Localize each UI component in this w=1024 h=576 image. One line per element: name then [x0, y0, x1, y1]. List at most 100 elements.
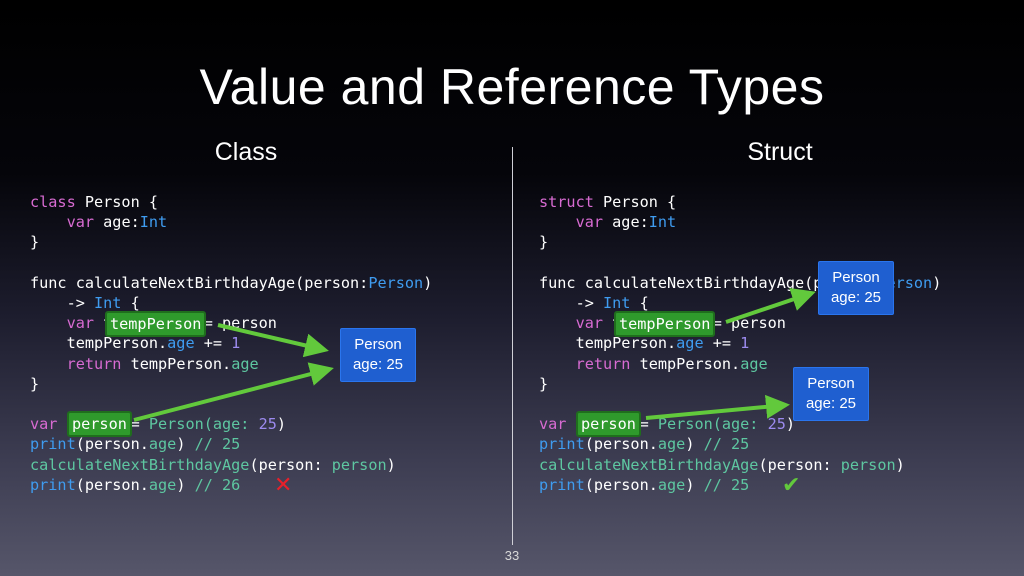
code-token: struct: [539, 193, 594, 211]
code-token: (person.: [584, 475, 658, 494]
box-line: Person: [354, 336, 402, 353]
code-token: var: [575, 213, 604, 232]
column-divider: [512, 147, 513, 545]
code-token: Person: [368, 273, 424, 292]
class-person-highlight: person: [67, 411, 132, 437]
code-token: var: [66, 213, 95, 232]
code-token: ): [176, 475, 195, 494]
code-token: 1: [231, 334, 241, 353]
code-token: 1: [740, 334, 750, 353]
struct-temp-arrow: [725, 288, 816, 324]
code-token: ->: [539, 294, 604, 313]
struct-temp-instance-box: Person age: 25: [818, 261, 894, 315]
code-token: Int: [603, 294, 631, 313]
cross-icon: ✕: [274, 472, 293, 497]
box-line: Person: [807, 375, 855, 392]
code-token: person: [840, 455, 896, 474]
code-token: (person.: [584, 435, 658, 454]
code-token: }: [539, 233, 549, 252]
class-temp-arrow: [217, 323, 329, 358]
code-token: return: [575, 354, 631, 373]
code-token: print: [539, 475, 585, 494]
code-comment: // 25: [194, 435, 241, 454]
code-token: Person(age:: [657, 415, 759, 434]
checkmark-icon: ✔: [782, 472, 801, 497]
code-token: ): [276, 415, 287, 434]
code-token: print: [30, 475, 76, 494]
struct-person-highlight: person: [576, 411, 641, 437]
box-line: age: 25: [805, 395, 857, 412]
code-token: tempPerson.: [630, 354, 741, 373]
code-token: age:: [94, 213, 140, 232]
code-token: age: [740, 354, 768, 373]
struct-person-instance-box: Person age: 25: [793, 367, 869, 421]
code-token: age: [148, 435, 177, 454]
code-token: +=: [194, 334, 232, 353]
code-token: age: [657, 475, 686, 494]
code-token: Int: [648, 213, 677, 232]
code-comment: // 25: [703, 475, 750, 494]
slide-title: Value and Reference Types: [199, 59, 825, 115]
code-token: Int: [94, 294, 122, 313]
code-token: Int: [139, 213, 168, 232]
code-comment: // 25: [703, 435, 750, 454]
struct-temp-person-highlight: tempPerson: [614, 311, 716, 337]
code-token: Person(age:: [148, 415, 250, 434]
code-token: 25: [767, 415, 786, 434]
code-token: class: [30, 193, 76, 211]
code-token: age: [167, 334, 195, 353]
code-token: (person:: [249, 455, 332, 474]
code-token: (person.: [75, 475, 149, 494]
code-token: var: [66, 314, 95, 333]
code-token: ): [895, 455, 905, 474]
code-token: ): [685, 435, 704, 454]
code-token: ): [386, 455, 396, 474]
code-token: ): [785, 415, 796, 434]
struct-person-arrow: [645, 394, 790, 420]
code-token: Person {: [593, 193, 677, 211]
box-line: age: 25: [352, 356, 404, 373]
code-token: func calculateNextBirthdayAge(person:: [30, 273, 369, 292]
code-token: print: [539, 435, 585, 454]
code-token: ): [685, 475, 704, 494]
class-person-instance-box: Person age: 25: [340, 328, 416, 382]
box-line: Person: [832, 269, 880, 286]
code-token: {: [121, 294, 140, 313]
code-token: age: [231, 354, 259, 373]
code-token: person: [331, 455, 387, 474]
code-token: ): [423, 273, 433, 292]
code-token: calculateNextBirthdayAge: [539, 455, 759, 474]
code-token: ): [176, 435, 195, 454]
box-line: age: 25: [830, 289, 882, 306]
code-token: ): [932, 273, 942, 292]
class-heading: Class: [214, 138, 278, 166]
code-token: age:: [603, 213, 649, 232]
code-token: tempPerson.: [121, 354, 232, 373]
code-comment: // 26: [194, 475, 241, 494]
code-token: (person.: [75, 435, 149, 454]
code-token: tempPerson.: [539, 334, 677, 353]
class-temp-person-highlight: tempPerson: [105, 311, 207, 337]
code-token: print: [30, 435, 76, 454]
code-token: }: [539, 374, 549, 393]
code-token: Person {: [75, 193, 159, 211]
code-token: 25: [258, 415, 277, 434]
code-token: +=: [703, 334, 741, 353]
page-number: 33: [504, 548, 520, 563]
code-token: var: [539, 415, 567, 434]
code-token: {: [630, 294, 649, 313]
code-token: func calculateNextBirthdayAge(person:: [539, 273, 878, 292]
code-token: age: [148, 475, 177, 494]
code-token: calculateNextBirthdayAge: [30, 455, 250, 474]
code-token: }: [30, 374, 40, 393]
struct-code-block: struct Person { var age:Int } func calcu…: [539, 192, 941, 495]
code-token: return: [66, 354, 122, 373]
code-token: var: [30, 415, 58, 434]
code-token: var: [575, 314, 604, 333]
code-token: }: [30, 233, 40, 252]
code-token: age: [657, 435, 686, 454]
struct-heading: Struct: [747, 138, 813, 166]
code-token: tempPerson.: [30, 334, 168, 353]
code-token: ->: [30, 294, 95, 313]
